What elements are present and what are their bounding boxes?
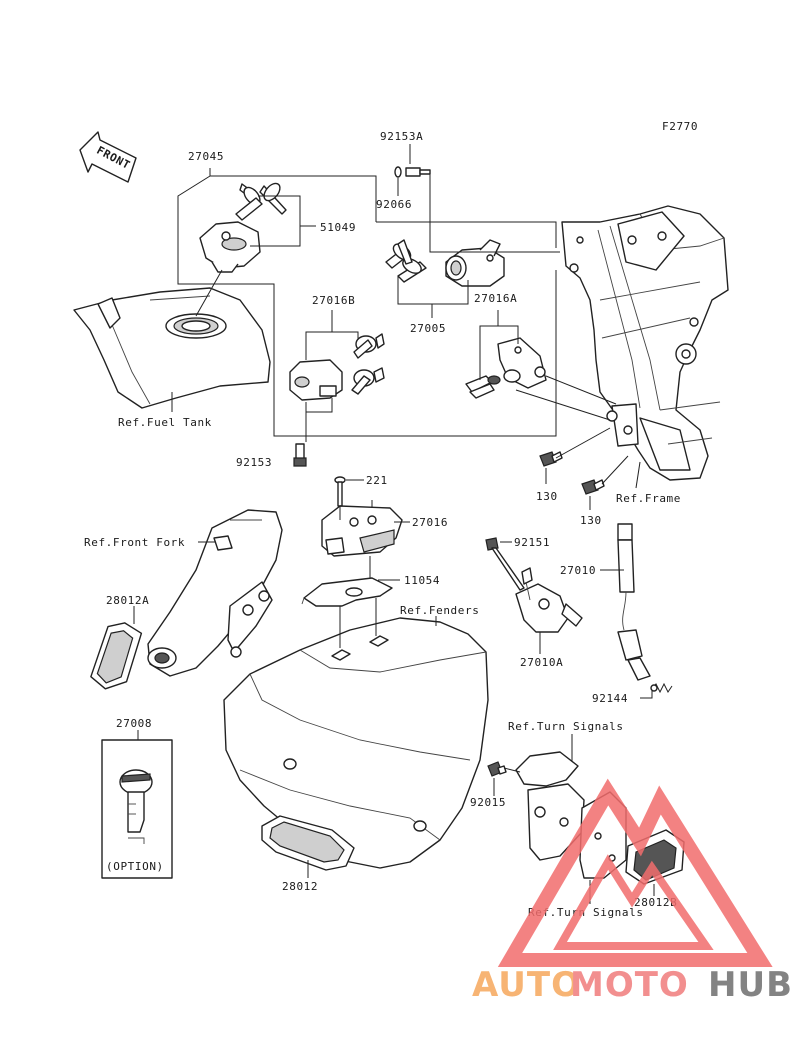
label-51049: 51049 [320, 221, 356, 234]
figure-code: F2770 [662, 120, 698, 133]
label-28012A: 28012A [106, 594, 149, 607]
spring-92144-icon [650, 682, 673, 694]
label-92144: 92144 [592, 692, 628, 705]
ignition-switch-27005 [445, 239, 505, 287]
screw-221-icon [334, 476, 346, 507]
bolt-130-b-icon [581, 479, 605, 495]
watermark-logo: AUTO MOTO HUB [472, 778, 793, 1005]
label-92153: 92153 [236, 456, 272, 469]
ref-turn-signals-bottom: Ref.Turn Signals [528, 906, 644, 919]
screw-92153A-icon [394, 166, 431, 178]
leader-lines [133, 144, 655, 904]
label-11054: 11054 [404, 574, 440, 587]
front-fork-illustration [147, 509, 283, 677]
label-221: 221 [366, 474, 388, 487]
callout-labels: 27045 92153A 92066 51049 27016B 27016A 2… [84, 130, 681, 919]
reflector-28012 [261, 815, 355, 871]
screw-92015-icon [487, 761, 507, 777]
label-92153A: 92153A [380, 130, 423, 143]
ref-frame: Ref.Frame [616, 492, 681, 505]
seat-lock-27016 [321, 505, 403, 557]
label-27008: 27008 [116, 717, 152, 730]
label-27016B: 27016B [312, 294, 355, 307]
label-28012B: 28012B [634, 896, 677, 909]
reflector-28012A [90, 622, 143, 690]
label-27005: 27005 [410, 322, 446, 335]
fuel-cap [199, 221, 261, 273]
fuel-cap-keys-icon [235, 182, 287, 221]
label-92015: 92015 [470, 796, 506, 809]
switch-27010 [617, 523, 651, 681]
rear-fender-illustration [223, 617, 489, 869]
ref-turn-signals-top: Ref.Turn Signals [508, 720, 624, 733]
label-92066: 92066 [376, 198, 412, 211]
label-27016A: 27016A [474, 292, 517, 305]
screw-92151-icon [485, 537, 525, 591]
watermark-auto: AUTO [472, 965, 581, 1005]
ignition-keys-icon [385, 239, 427, 283]
label-92151: 92151 [514, 536, 550, 549]
ref-fuel-tank: Ref.Fuel Tank [118, 416, 212, 429]
label-27045: 27045 [188, 150, 224, 163]
lock-27016B [289, 333, 385, 401]
label-130-a: 130 [536, 490, 558, 503]
option-key-box [101, 739, 173, 879]
label-27010A: 27010A [520, 656, 563, 669]
watermark-moto: MOTO [570, 965, 689, 1005]
ref-front-fork: Ref.Front Fork [84, 536, 185, 549]
label-130-b: 130 [580, 514, 602, 527]
label-28012: 28012 [282, 880, 318, 893]
label-27010: 27010 [560, 564, 596, 577]
switch-27010A [515, 567, 583, 633]
label-option: (OPTION) [106, 860, 164, 873]
watermark-hub: HUB [708, 965, 793, 1005]
lock-27016A [465, 337, 547, 399]
frame-illustration [561, 205, 729, 481]
label-27016: 27016 [412, 516, 448, 529]
front-direction-arrow-icon: FRONT [79, 131, 137, 183]
fuel-tank-illustration [73, 287, 271, 409]
bolt-130-a-icon [539, 451, 563, 467]
bracket-11054 [301, 577, 393, 607]
bolt-92153-icon [293, 443, 307, 467]
ref-fenders: Ref.Fenders [400, 604, 479, 617]
